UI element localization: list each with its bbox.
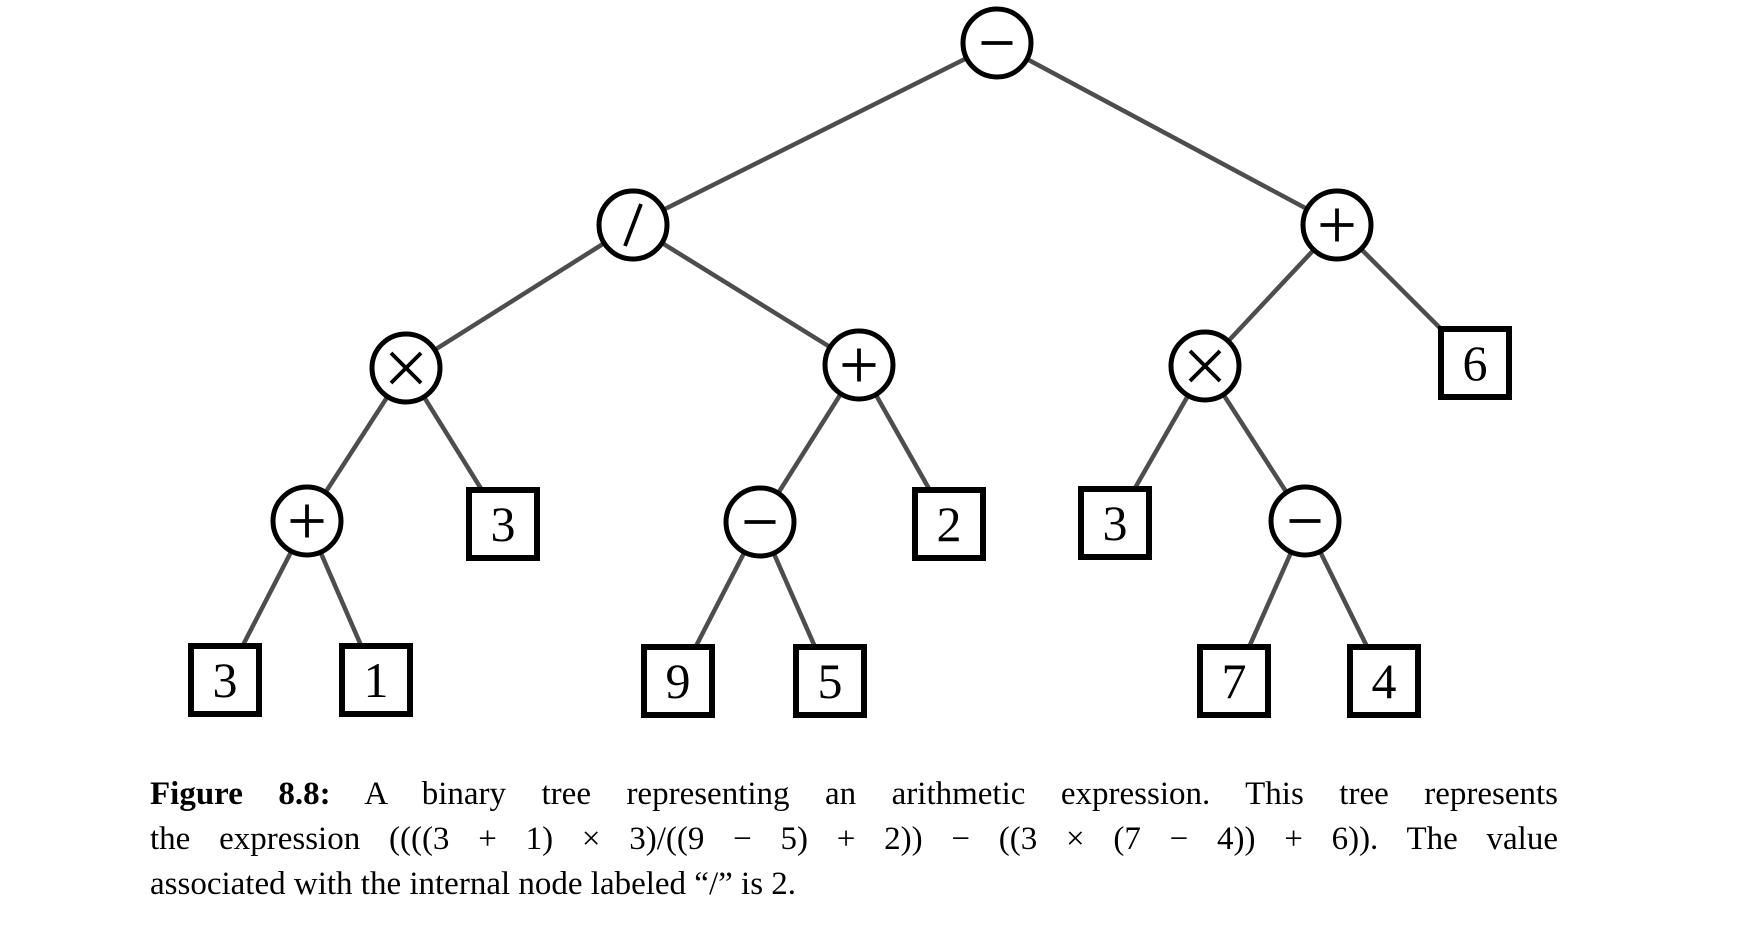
expression-tree-diagram: 6 3 2 3 3 1 9 5 7 4: [188, 6, 1512, 718]
tree-node-three-a: 3: [466, 487, 540, 561]
tree-node-minus-root: [960, 6, 1034, 80]
caption-line-1: Figure 8.8: A binary tree representing a…: [150, 772, 1558, 817]
operand-node-square: [1347, 644, 1421, 718]
operand-node-square: [466, 487, 540, 561]
operand-node-square: [1438, 326, 1512, 400]
operand-value: 9: [666, 653, 691, 709]
tree-node-two: 2: [912, 487, 986, 561]
tree-node-minus-right: [1268, 484, 1342, 558]
tree-node-divide: [596, 188, 670, 262]
operand-node-square: [793, 644, 867, 718]
operand-node-square: [912, 487, 986, 561]
tree-edge-minus-root-divide: [631, 40, 999, 228]
caption-line1-text: A binary tree representing an arithmetic…: [364, 776, 1558, 812]
tree-edge-divide-times-left: [404, 223, 635, 370]
operand-value: 5: [818, 653, 843, 709]
tree-node-seven: 7: [1197, 644, 1271, 718]
operand-value: 3: [213, 652, 238, 708]
caption-line-3: associated with the internal node labele…: [150, 866, 797, 902]
operand-node-square: [188, 643, 262, 717]
tree-node-times-left: [369, 331, 443, 405]
divide-glyph: [623, 203, 643, 247]
operand-node-square: [1078, 486, 1152, 560]
caption-label: Figure 8.8:: [150, 776, 331, 812]
operand-node-square: [1197, 644, 1271, 718]
tree-node-plus-right: [1300, 188, 1374, 262]
tree-node-plus-mid: [822, 328, 896, 402]
operand-value: 6: [1463, 335, 1488, 391]
tree-node-minus-mid: [723, 485, 797, 559]
operand-value: 3: [491, 496, 516, 552]
operand-value: 2: [937, 496, 962, 552]
tree-node-six: 6: [1438, 326, 1512, 400]
operand-node-square: [339, 643, 413, 717]
caption-line-2: the expression ((((3 + 1) × 3)/((9 − 5) …: [150, 821, 1558, 857]
times-glyph: [1188, 349, 1222, 383]
tree-node-one: 1: [339, 643, 413, 717]
tree-node-times-right: [1168, 329, 1242, 403]
operand-value: 1: [364, 652, 389, 708]
tree-node-three-c: 3: [188, 643, 262, 717]
operand-value: 3: [1103, 495, 1128, 551]
tree-node-plus-bl: [270, 484, 344, 558]
tree-node-three-b: 3: [1078, 486, 1152, 560]
tree-node-nine: 9: [641, 644, 715, 718]
tree-node-four: 4: [1347, 644, 1421, 718]
operand-node-square: [641, 644, 715, 718]
tree-node-five: 5: [793, 644, 867, 718]
times-glyph: [389, 351, 423, 385]
figure-caption: Figure 8.8: A binary tree representing a…: [150, 772, 1558, 907]
tree-edge-divide-plus-mid: [631, 223, 861, 367]
operand-value: 4: [1372, 653, 1397, 709]
tree-edge-minus-root-plus-right: [995, 41, 1339, 227]
operand-value: 7: [1222, 653, 1247, 709]
